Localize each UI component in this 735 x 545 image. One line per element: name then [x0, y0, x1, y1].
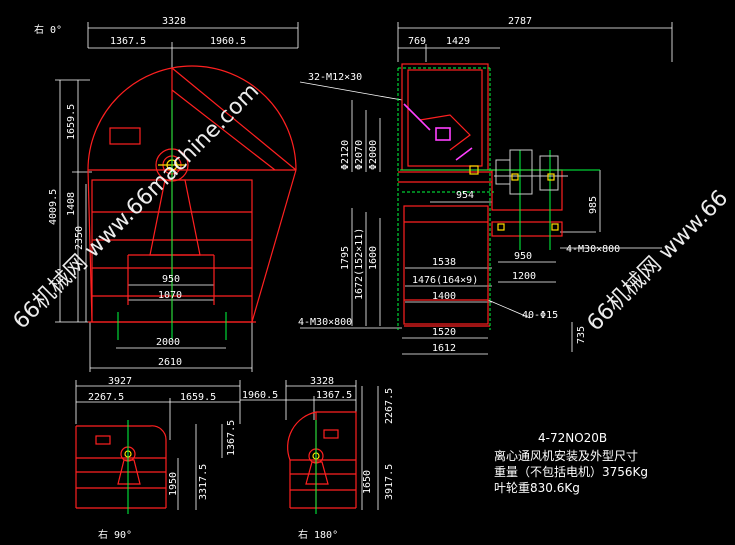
dim-1672: 1672(152×11)	[354, 228, 365, 300]
dim-side-total: 2787	[508, 16, 532, 27]
dim-lower-height: 2350	[74, 226, 85, 250]
dim-1795: 1795	[340, 246, 351, 270]
dim-c-3917: 3917.5	[384, 464, 395, 500]
dim-c-2267: 2267.5	[384, 388, 395, 424]
title-line-2: 重量（不包括电机）3756Kg	[494, 464, 648, 479]
dim-phi2000: Φ2000	[368, 140, 379, 170]
dim-b-1950: 1950	[168, 472, 179, 496]
title-line-1: 离心通风机安装及外型尺寸	[494, 448, 638, 463]
dim-1612: 1612	[432, 343, 456, 354]
front-view: 右 0° 3328 1367.5 1960.5 4009.5 1659.5 14…	[34, 16, 299, 372]
title-line-3: 叶轮重830.6Kg	[494, 481, 580, 495]
dim-1476: 1476(164×9)	[412, 275, 478, 286]
dim-c-1650: 1650	[362, 470, 373, 494]
dim-954: 954	[456, 190, 474, 201]
dim-base-2610: 2610	[158, 357, 182, 368]
dim-c-1960: 1960.5	[242, 390, 278, 401]
dim-1520: 1520	[432, 327, 456, 338]
dim-1200: 1200	[512, 271, 536, 282]
model-number: 4-72NO20B	[538, 431, 607, 445]
dim-b-2267: 2267.5	[88, 392, 124, 403]
dim-top-left: 1367.5	[110, 36, 146, 47]
view-right-90: 右 90° 3927 2267.5 1659.5 1367.5 1950 331…	[75, 376, 241, 541]
dim-top-right: 1960.5	[210, 36, 246, 47]
dim-bolts-c: 4-M30×800	[298, 317, 352, 328]
dim-c-3328: 3328	[310, 376, 334, 387]
dim-bolts-b: 4-M30×800	[566, 244, 620, 255]
dim-left-total: 4009.5	[48, 189, 59, 225]
dim-holes: 40-Φ15	[522, 310, 558, 321]
dim-phi2070: Φ2070	[354, 140, 365, 170]
dim-1400: 1400	[432, 291, 456, 302]
dim-side-1429: 1429	[446, 36, 470, 47]
dim-bolts-a: 32-M12×30	[308, 72, 362, 83]
dim-950b: 950	[514, 251, 532, 262]
dim-b-3927: 3927	[108, 376, 132, 387]
dim-b-1367: 1367.5	[226, 420, 237, 456]
dim-upper-height: 1659.5	[66, 104, 77, 140]
view-180-label: 右 180°	[298, 528, 338, 541]
dim-side-769: 769	[408, 36, 426, 47]
dim-base-2000: 2000	[156, 337, 180, 348]
dim-1538: 1538	[432, 257, 456, 268]
dim-985: 985	[588, 196, 599, 214]
title-block: 4-72NO20B 离心通风机安装及外型尺寸 重量（不包括电机）3756Kg 叶…	[494, 431, 648, 495]
dim-base-950: 950	[162, 274, 180, 285]
watermark-right: 66机械网 www.66	[583, 186, 734, 337]
dim-735: 735	[576, 326, 587, 344]
dim-mid-height: 1408	[66, 192, 77, 216]
dim-c-1367: 1367.5	[316, 390, 352, 401]
dim-top-total: 3328	[162, 16, 186, 27]
dim-b-3317: 3317.5	[198, 464, 209, 500]
dim-1600: 1600	[368, 246, 379, 270]
front-view-label: 右 0°	[34, 23, 62, 36]
view-right-180: 右 180° 3328 1960.5 1367.5 2267.5 1650 39…	[240, 376, 395, 541]
dim-b-1659: 1659.5	[180, 392, 216, 403]
dim-base-1070: 1070	[158, 290, 182, 301]
side-view: 2787 769 1429 32-M12×30 Φ2120 Φ2070 Φ200…	[298, 16, 673, 355]
view-90-label: 右 90°	[98, 528, 132, 541]
dim-phi2120: Φ2120	[340, 140, 351, 170]
